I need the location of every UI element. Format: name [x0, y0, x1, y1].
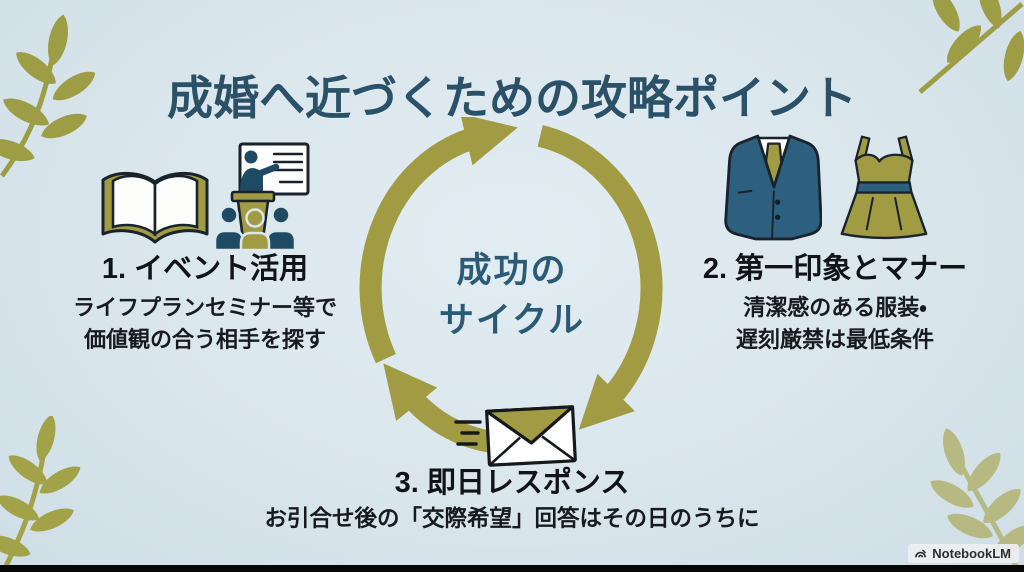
cycle-center-label: 成功の サイクル — [362, 246, 662, 346]
notebooklm-logo-icon — [915, 549, 927, 558]
open-book-icon — [101, 172, 209, 244]
page-title: 成婚へ近づくための攻略ポイント — [167, 71, 857, 124]
point2-subtext-line2: 遅刻厳禁は最低条件 — [735, 327, 934, 352]
point2-subtext: 清潔感のある服装・ 遅刻厳禁は最低条件 — [690, 292, 980, 356]
point1-subtext-line2: 価値観の合う相手を探す — [83, 327, 326, 352]
point3-subtext-line1: お引合せ後の「交際希望」回答はその日のうちに — [264, 506, 760, 531]
point1-heading: 1. イベント活用 — [101, 253, 309, 285]
cycle-label-line1: 成功の — [456, 251, 568, 290]
point3-heading: 3. 即日レスポンス — [394, 467, 630, 499]
point3-subtext: お引合せ後の「交際希望」回答はその日のうちに — [240, 503, 784, 535]
bottom-left-olive-branch-icon — [0, 416, 81, 572]
point1-subtext: ライフプランセミナー等で 価値観の合う相手を探す — [24, 292, 386, 356]
watermark-label: NotebookLM — [932, 546, 1011, 561]
point1-subtext-line1: ライフプランセミナー等で — [72, 295, 337, 320]
footer-bar — [0, 565, 1024, 572]
seminar-presentation-icon — [214, 142, 310, 250]
point2-heading: 2. 第一印象とマナー — [702, 253, 968, 285]
cycle-label-line2: サイクル — [438, 301, 586, 340]
top-right-olive-branch-icon — [918, 0, 1024, 94]
suit-jacket-icon — [724, 134, 822, 241]
watermark-chip: NotebookLM — [908, 544, 1019, 563]
top-left-olive-branch-icon — [0, 14, 96, 178]
point2-subtext-line1: 清潔感のある服装・ — [743, 295, 927, 320]
envelope-icon — [454, 405, 577, 467]
dress-icon — [840, 135, 928, 240]
